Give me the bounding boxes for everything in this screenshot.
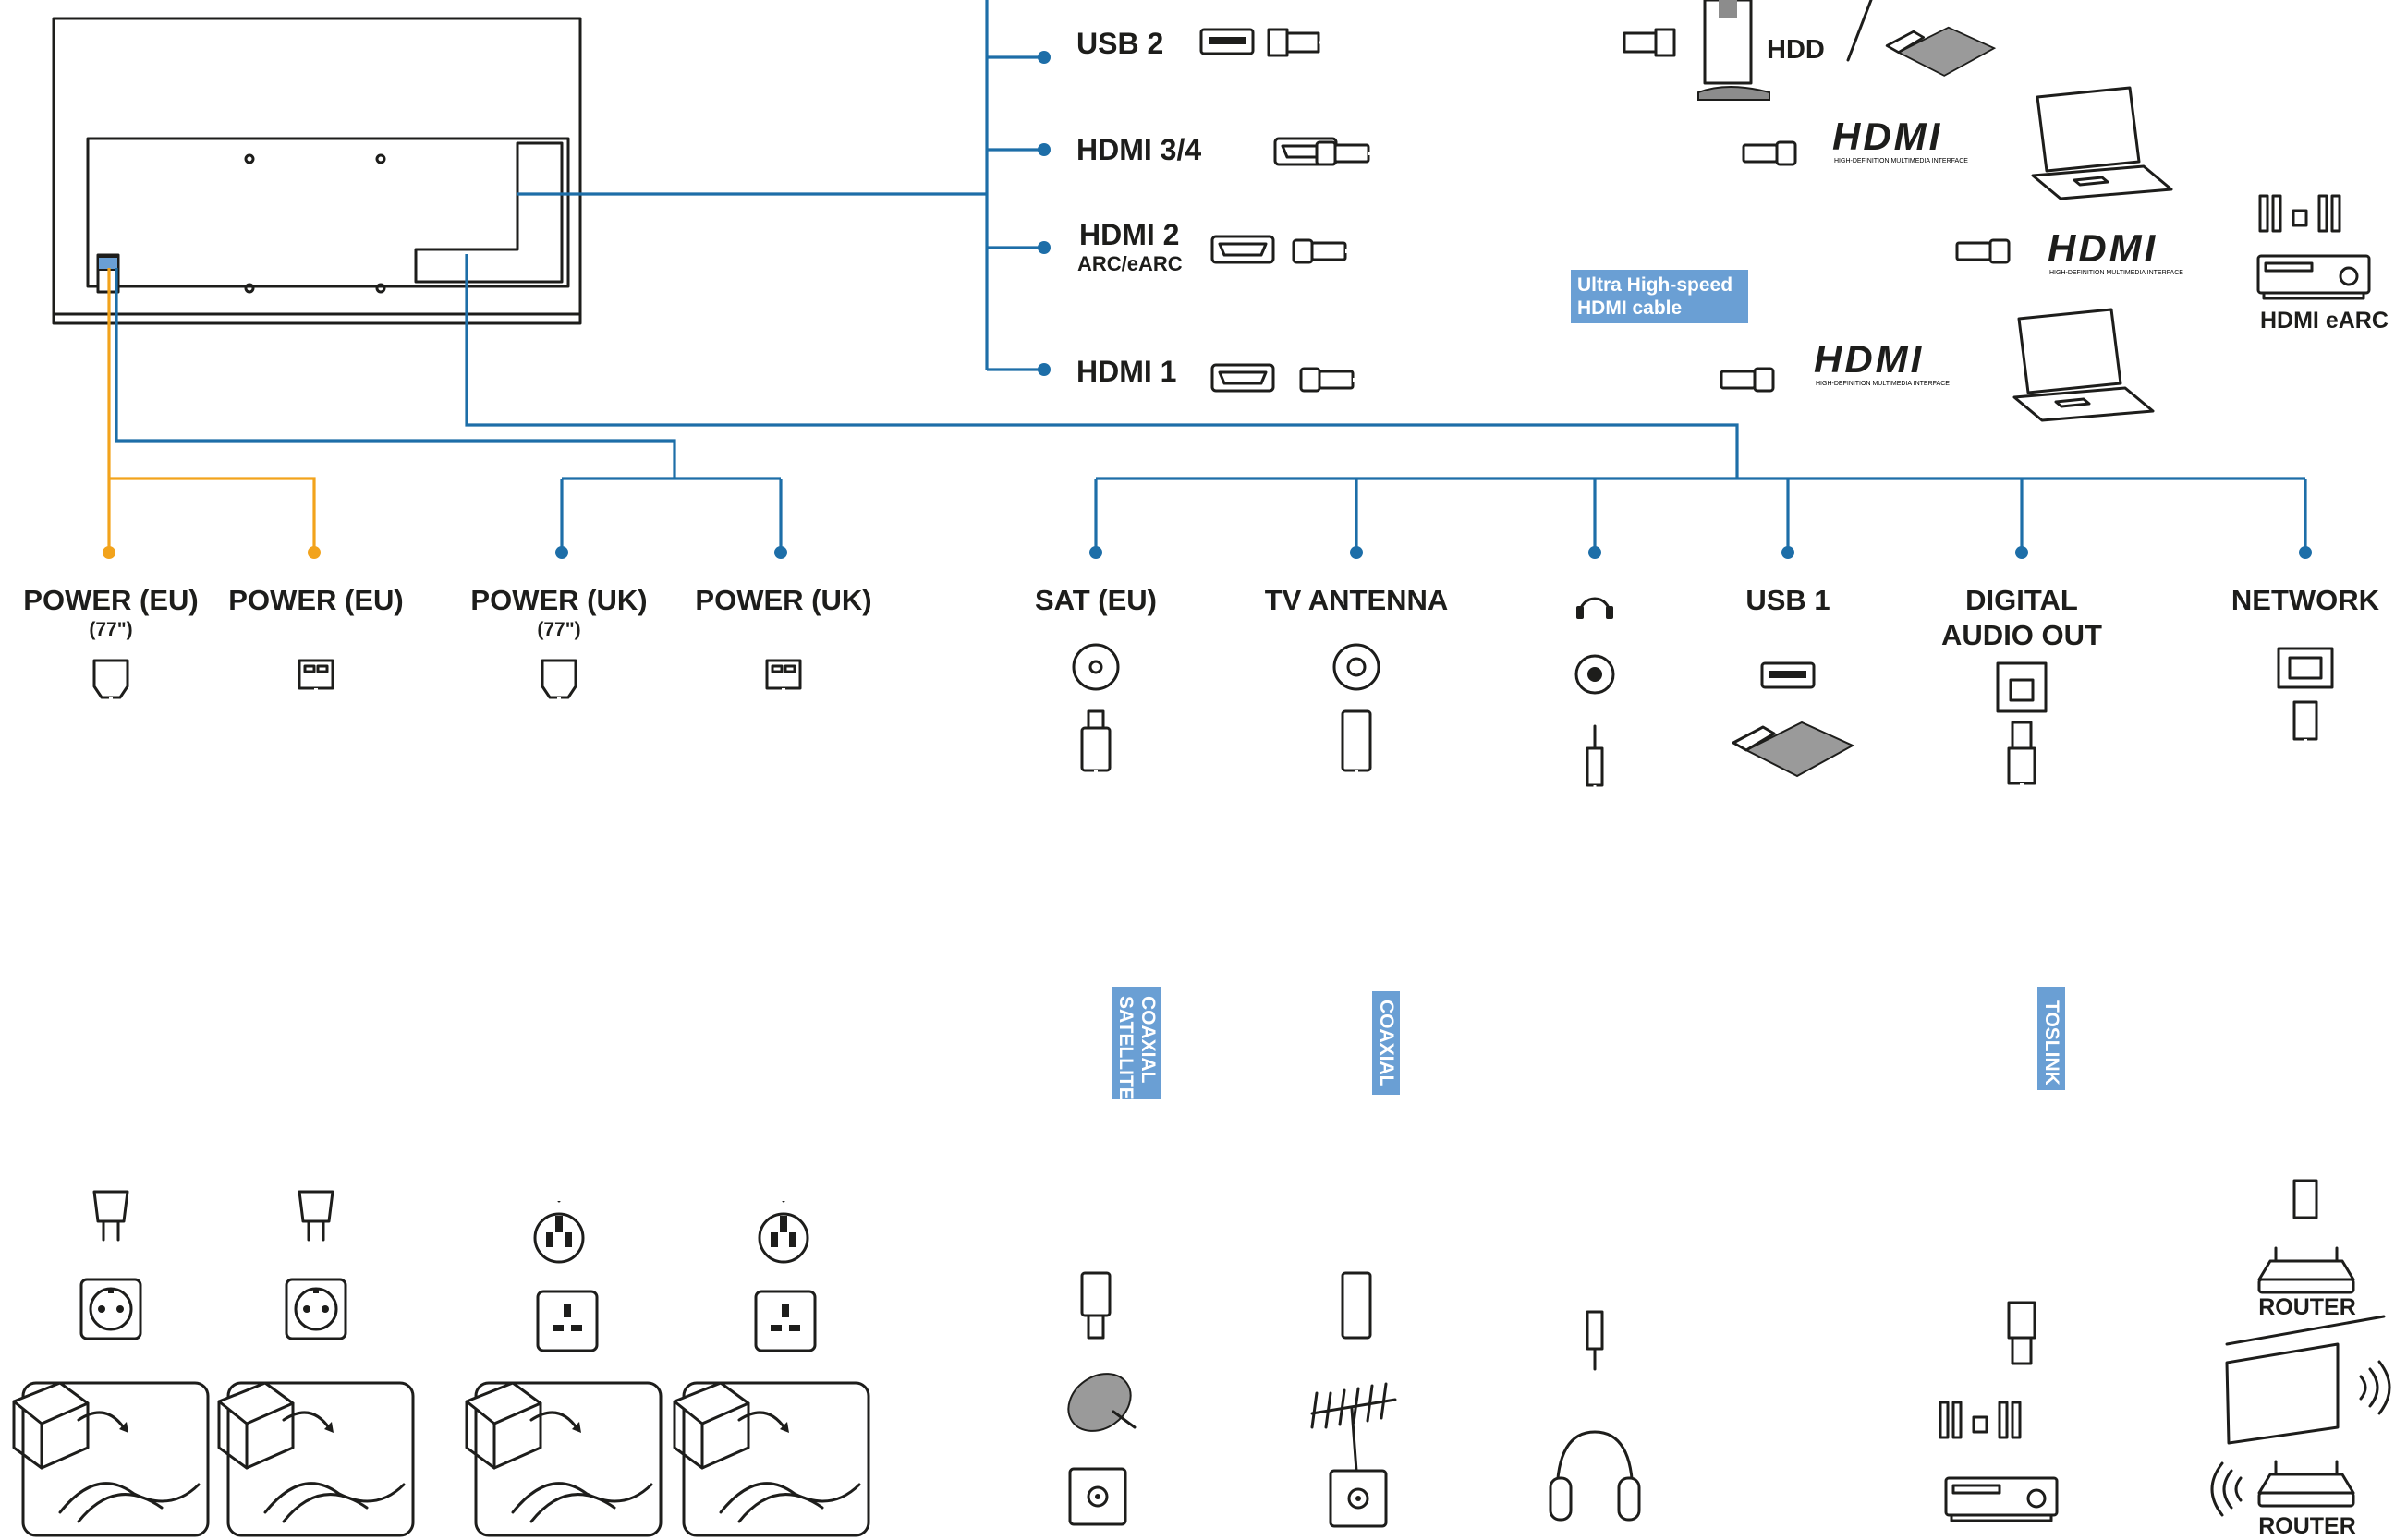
hdmi-logo: HDMI HIGH-DEFINITION MULTIMEDIA INTERFAC… bbox=[1814, 337, 1950, 387]
svg-text:SATELLITE: SATELLITE bbox=[1115, 996, 1137, 1100]
hdd-label: HDD bbox=[1767, 35, 1825, 65]
power-label: POWER (UK) bbox=[695, 584, 871, 616]
power-label: POWER (EU) bbox=[228, 584, 403, 616]
satellite-dish-icon bbox=[1067, 1373, 1137, 1526]
svg-text:TOSLINK: TOSLINK bbox=[2041, 1000, 2062, 1085]
svg-text:COAXIAL: COAXIAL bbox=[1376, 1000, 1397, 1087]
uk-socket-icon bbox=[536, 1290, 599, 1352]
hdmi-logo: HDMI HIGH-DEFINITION MULTIMEDIA INTERFAC… bbox=[1832, 115, 1968, 164]
antenna-port-icon bbox=[1332, 643, 1380, 691]
svg-text:HDMI: HDMI bbox=[1832, 115, 1942, 158]
power-label: POWER (UK) bbox=[470, 584, 647, 616]
hdmi-port-icon bbox=[1210, 363, 1275, 393]
coaxial-tag: COAXIAL bbox=[1372, 991, 1400, 1095]
port-sublabel: ARC/eARC bbox=[1077, 252, 1183, 275]
speakers-icon bbox=[2258, 194, 2341, 233]
svg-text:HIGH-DEFINITION MULTIMEDIA INT: HIGH-DEFINITION MULTIMEDIA INTERFACE bbox=[2049, 270, 2183, 276]
ethernet-port-icon bbox=[2277, 647, 2334, 689]
uk-socket-icon bbox=[754, 1290, 817, 1352]
port-network: NETWORK ROUTER ROUTER bbox=[2210, 584, 2391, 1539]
laptop-icon bbox=[2012, 308, 2155, 422]
router-icon bbox=[2257, 1246, 2355, 1294]
antenna-icon bbox=[1310, 1382, 1397, 1528]
port-hdmi-3-4: HDMI 3/4 HDMI HIGH-DEFINITION MULTIMEDIA… bbox=[1076, 86, 2173, 200]
port-tv-antenna: TV ANTENNA COAXIAL bbox=[1265, 584, 1449, 1528]
power-sublabel: (77") bbox=[537, 619, 580, 640]
tv-back-panel bbox=[52, 17, 582, 325]
svg-text:HIGH-DEFINITION MULTIMEDIA INT: HIGH-DEFINITION MULTIMEDIA INTERFACE bbox=[1816, 381, 1950, 387]
port-usb-1: USB 1 bbox=[1732, 584, 1854, 778]
connector-lines bbox=[103, 0, 2312, 559]
router-label: ROUTER bbox=[2258, 1513, 2356, 1539]
port-label-2: AUDIO OUT bbox=[1941, 619, 2102, 651]
speakers-icon bbox=[1939, 1401, 2022, 1439]
port-hdmi-1: HDMI 1 HDMI HIGH-DEFINITION MULTIMEDIA I… bbox=[1076, 308, 2155, 422]
port-label: SAT (EU) bbox=[1035, 584, 1157, 616]
laptop-icon bbox=[2031, 86, 2173, 200]
port-digital-audio-out: DIGITAL AUDIO OUT TOSLINK bbox=[1939, 584, 2102, 1522]
eu-socket-icon bbox=[79, 1278, 142, 1340]
svg-text:HDMI: HDMI bbox=[1814, 337, 1924, 381]
power-uk-77: POWER (UK) (77") bbox=[465, 584, 663, 1537]
svg-text:HIGH-DEFINITION MULTIMEDIA INT: HIGH-DEFINITION MULTIMEDIA INTERFACE bbox=[1834, 158, 1968, 164]
router-label: ROUTER bbox=[2258, 1294, 2356, 1320]
tv-wifi-icon bbox=[2225, 1342, 2391, 1445]
coax-port-icon bbox=[1072, 643, 1120, 691]
port-headphone bbox=[1549, 597, 1641, 1522]
port-label: DIGITAL bbox=[1965, 584, 2078, 616]
port-label: USB 2 bbox=[1076, 27, 1163, 60]
port-label: NETWORK bbox=[2231, 584, 2380, 616]
headphone-icon bbox=[1576, 597, 1613, 619]
port-hdmi-2: HDMI 2 ARC/eARC Ultra High-speed HDMI ca… bbox=[1077, 194, 2389, 333]
usb-stick-icon bbox=[1885, 26, 1996, 78]
usb-stick-icon bbox=[1732, 721, 1854, 778]
power-label: POWER (EU) bbox=[23, 584, 198, 616]
port-usb-2: USB 2 HDD bbox=[1076, 0, 1996, 101]
hdmi-logo: HDMI HIGH-DEFINITION MULTIMEDIA INTERFAC… bbox=[2048, 226, 2183, 276]
port-label: HDMI 3/4 bbox=[1076, 133, 1201, 166]
power-sublabel: (77") bbox=[89, 619, 132, 640]
eu-socket-icon bbox=[285, 1278, 347, 1340]
svg-text:HDMI cable: HDMI cable bbox=[1577, 297, 1682, 319]
ultra-high-speed-tag: Ultra High-speed HDMI cable bbox=[1571, 270, 1748, 323]
optical-port-icon bbox=[1996, 661, 2048, 713]
svg-text:Ultra High-speed: Ultra High-speed bbox=[1577, 274, 1732, 296]
power-uk: POWER (UK) bbox=[673, 584, 872, 1537]
hdmi-port-icon bbox=[1210, 235, 1275, 264]
port-label: USB 1 bbox=[1745, 584, 1830, 616]
port-label: HDMI 2 bbox=[1079, 218, 1179, 251]
port-label: HDMI 1 bbox=[1076, 355, 1176, 388]
hdd-icon bbox=[1697, 0, 1770, 101]
hdmi-earc-label: HDMI eARC bbox=[2260, 308, 2389, 333]
power-eu: POWER (EU) bbox=[217, 584, 415, 1537]
satellite-tag: SATELLITE COAXIAL bbox=[1112, 987, 1161, 1100]
headphones-icon bbox=[1549, 1430, 1641, 1522]
port-sat-eu: SAT (EU) SATELLITE COAXIAL bbox=[1035, 584, 1161, 1526]
router-wifi-icon bbox=[2210, 1460, 2355, 1517]
power-eu-77: POWER (EU) (77") bbox=[12, 584, 210, 1537]
svg-text:COAXIAL: COAXIAL bbox=[1137, 996, 1159, 1084]
port-label: TV ANTENNA bbox=[1265, 584, 1449, 616]
toslink-tag: TOSLINK bbox=[2037, 987, 2065, 1090]
svg-text:HDMI: HDMI bbox=[2048, 226, 2158, 270]
av-receiver-icon bbox=[2256, 254, 2371, 300]
av-receiver-icon bbox=[1944, 1476, 2059, 1522]
